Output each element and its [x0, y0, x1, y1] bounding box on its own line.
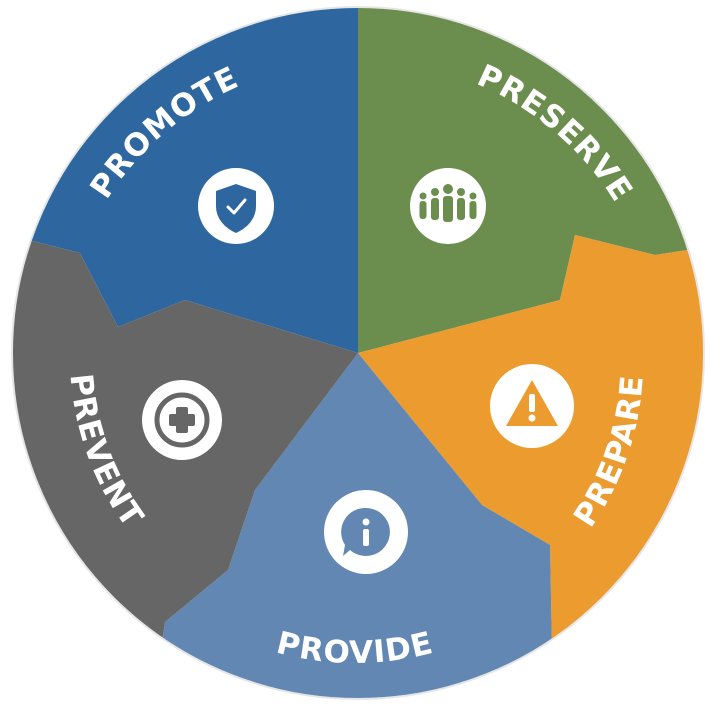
- info-bubble-icon: [324, 490, 408, 574]
- shield-check-icon: [198, 168, 274, 244]
- warning-triangle-icon: [490, 364, 574, 448]
- wheel-outline: [11, 6, 705, 700]
- medical-cross-icon: [142, 380, 222, 460]
- people-group-icon: [410, 168, 486, 244]
